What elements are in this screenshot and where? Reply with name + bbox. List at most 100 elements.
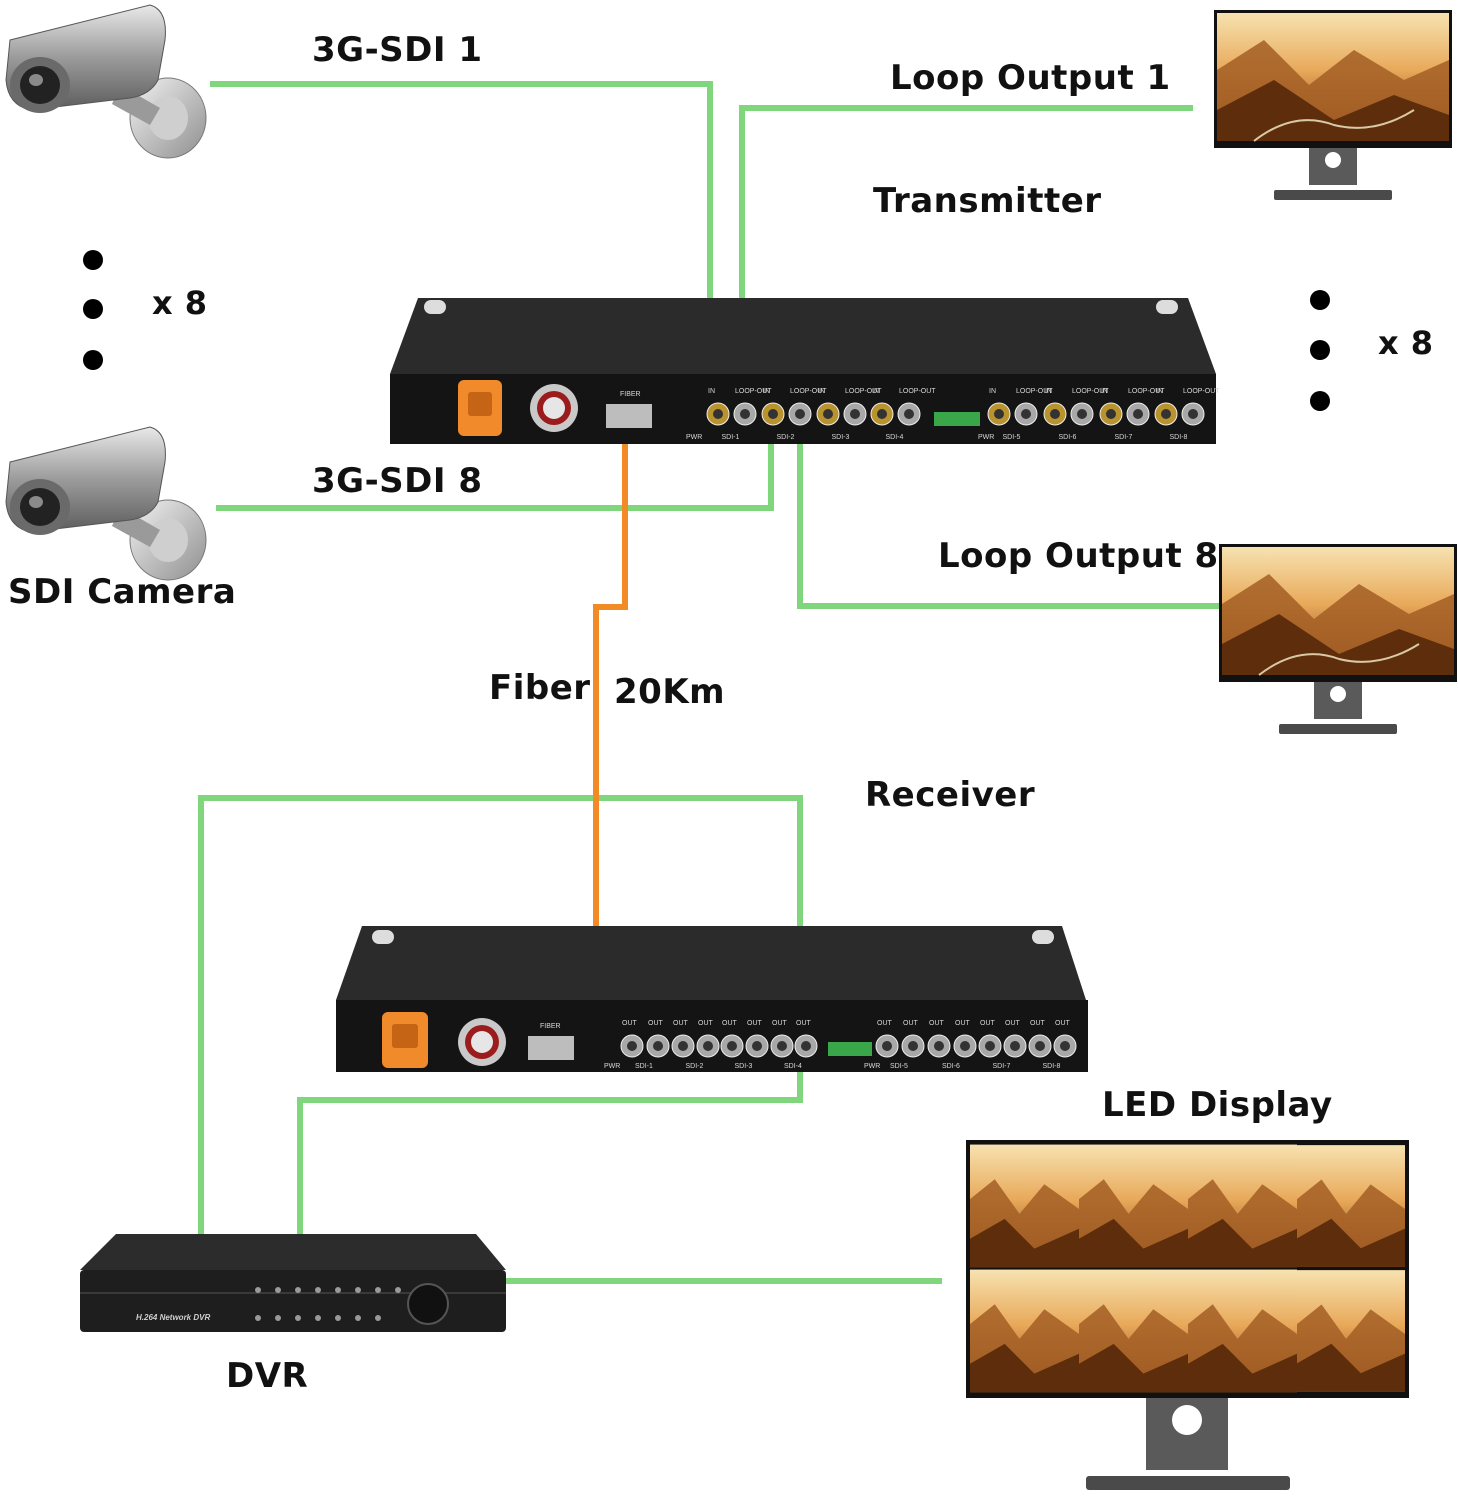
cable-sdi1-input	[210, 81, 713, 300]
rx-bnc-pin	[627, 1041, 637, 1051]
rx-bnc-pin	[1035, 1041, 1045, 1051]
rx-channel-label: SDI-2	[686, 1063, 704, 1070]
tx-port-label: IN	[708, 388, 715, 395]
rx-port-label: OUT	[929, 1020, 945, 1027]
dvr-device: H.264 Network DVR	[80, 1234, 506, 1332]
led-display-icon	[966, 1140, 1409, 1490]
rx-channel-label: SDI-7	[993, 1063, 1011, 1070]
rx-channel-label: SDI-6	[942, 1063, 960, 1070]
tx-port-label: IN	[1045, 388, 1052, 395]
rx-port-label: OUT	[980, 1020, 996, 1027]
tx-channel-label: SDI-6	[1059, 434, 1077, 441]
rx-power-label: PWR	[604, 1063, 620, 1070]
rx-bnc-pin	[653, 1041, 663, 1051]
dvr-label: DVR	[226, 1356, 309, 1396]
tx-bnc-pin	[1077, 409, 1087, 419]
tx-bnc-pin	[850, 409, 860, 419]
sdi-camera-1-icon	[5, 4, 207, 159]
rx-port-label: OUT	[903, 1020, 919, 1027]
rx-port-label: OUT	[1055, 1020, 1071, 1027]
rx-bnc-pin	[678, 1041, 688, 1051]
rx-bnc-pin	[1010, 1041, 1020, 1051]
rx-fiber-port-label: FIBER	[540, 1023, 561, 1030]
rx-port-label: OUT	[622, 1020, 638, 1027]
tx-port-label: LOOP-OUT	[1183, 388, 1220, 395]
cable-sdi8-input	[216, 444, 774, 511]
ellipsis-dot	[1310, 391, 1330, 411]
fiber-label: Fiber	[489, 668, 591, 708]
tx-port-label: LOOP-OUT	[735, 388, 772, 395]
rx-port-label: OUT	[955, 1020, 971, 1027]
tx-channel-label: SDI-1	[722, 434, 740, 441]
tx-port-label: IN	[763, 388, 770, 395]
tx-bnc-pin	[877, 409, 887, 419]
loop-monitor-8-icon	[1219, 544, 1457, 734]
rx-port-label: OUT	[722, 1020, 738, 1027]
rx-bnc-pin	[1060, 1041, 1070, 1051]
tx-bnc-pin	[795, 409, 805, 419]
tx-port-label: IN	[1156, 388, 1163, 395]
rx-port-label: OUT	[1005, 1020, 1021, 1027]
tx-bnc-pin	[713, 409, 723, 419]
sdi-camera-8-icon	[5, 426, 207, 581]
tx-port-label: IN	[872, 388, 879, 395]
tx-bnc-pin	[904, 409, 914, 419]
receiver-device: FIBER OUT OUT OUT OUT OUT OUT OUT OUT OUT OUT OUT O…	[336, 926, 1088, 1072]
rx-port-label: OUT	[673, 1020, 689, 1027]
rx-port-label: OUT	[772, 1020, 788, 1027]
tx-bnc-pin	[994, 409, 1004, 419]
rx-port-label: OUT	[796, 1020, 812, 1027]
rx-power-label: PWR	[864, 1063, 880, 1070]
tx-channel-label: SDI-7	[1115, 434, 1133, 441]
camera-multiplier-label: x 8	[152, 284, 208, 322]
cable-receiver-to-dvr-b	[297, 1072, 803, 1236]
tx-bnc-pin	[1021, 409, 1031, 419]
ellipsis-dot	[83, 350, 103, 370]
tx-channel-label: SDI-5	[1003, 434, 1021, 441]
rx-channel-label: SDI-1	[635, 1063, 653, 1070]
rx-channel-label: SDI-3	[735, 1063, 753, 1070]
rx-port-label: OUT	[747, 1020, 763, 1027]
tx-bnc-pin	[823, 409, 833, 419]
rx-bnc-pin	[801, 1041, 811, 1051]
receiver-label: Receiver	[865, 775, 1036, 815]
rx-bnc-pin	[960, 1041, 970, 1051]
rx-bnc-pin	[882, 1041, 892, 1051]
rx-port-label: OUT	[698, 1020, 714, 1027]
rx-bnc-pin	[777, 1041, 787, 1051]
tx-bnc-pin	[768, 409, 778, 419]
tx-port-label: LOOP-OUT	[845, 388, 882, 395]
dvr-brand-label: H.264 Network DVR	[136, 1313, 210, 1322]
tx-bnc-pin	[1133, 409, 1143, 419]
tx-port-label: IN	[818, 388, 825, 395]
tx-channel-label: SDI-3	[832, 434, 850, 441]
distance-label: 20Km	[614, 672, 726, 712]
rx-channel-label: SDI-8	[1043, 1063, 1061, 1070]
rx-channel-label: SDI-4	[784, 1063, 802, 1070]
ellipsis-dot	[1310, 290, 1330, 310]
rx-port-label: OUT	[648, 1020, 664, 1027]
rx-port-label: OUT	[1030, 1020, 1046, 1027]
tx-bnc-pin	[740, 409, 750, 419]
ellipsis-dot	[1310, 340, 1330, 360]
tx-port-label: IN	[989, 388, 996, 395]
tx-channel-label: SDI-4	[886, 434, 904, 441]
cable-receiver-to-dvr-a	[198, 795, 803, 1236]
loop-output-1-label: Loop Output 1	[890, 58, 1171, 98]
ellipsis-dot	[83, 250, 103, 270]
rx-bnc-pin	[752, 1041, 762, 1051]
cable-loop-output-1	[739, 105, 1193, 300]
tx-port-label: IN	[1101, 388, 1108, 395]
tx-port-label: LOOP-OUT	[1072, 388, 1109, 395]
tx-bnc-pin	[1161, 409, 1171, 419]
cable-loop-output-8	[797, 444, 1222, 609]
transmitter-label: Transmitter	[873, 181, 1102, 221]
tx-port-label: LOOP-OUT	[790, 388, 827, 395]
rx-bnc-pin	[985, 1041, 995, 1051]
rx-bnc-pin	[934, 1041, 944, 1051]
rx-bnc-pin	[727, 1041, 737, 1051]
tx-port-label: LOOP-OUT	[1016, 388, 1053, 395]
